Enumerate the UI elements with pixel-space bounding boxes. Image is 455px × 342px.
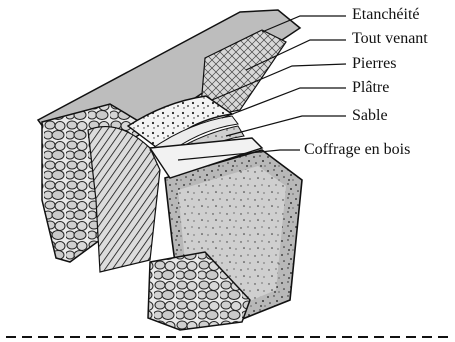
label-pierres: Pierres	[352, 55, 396, 73]
label-coffrage-en-bois: Coffrage en bois	[304, 141, 410, 159]
leader-sable	[226, 116, 346, 136]
label-platre: Plâtre	[352, 79, 389, 97]
label-tout-venant: Tout venant	[352, 30, 428, 48]
label-etancheite: Etanchéité	[352, 6, 420, 24]
arch-opening	[88, 127, 160, 272]
label-sable: Sable	[352, 107, 388, 125]
